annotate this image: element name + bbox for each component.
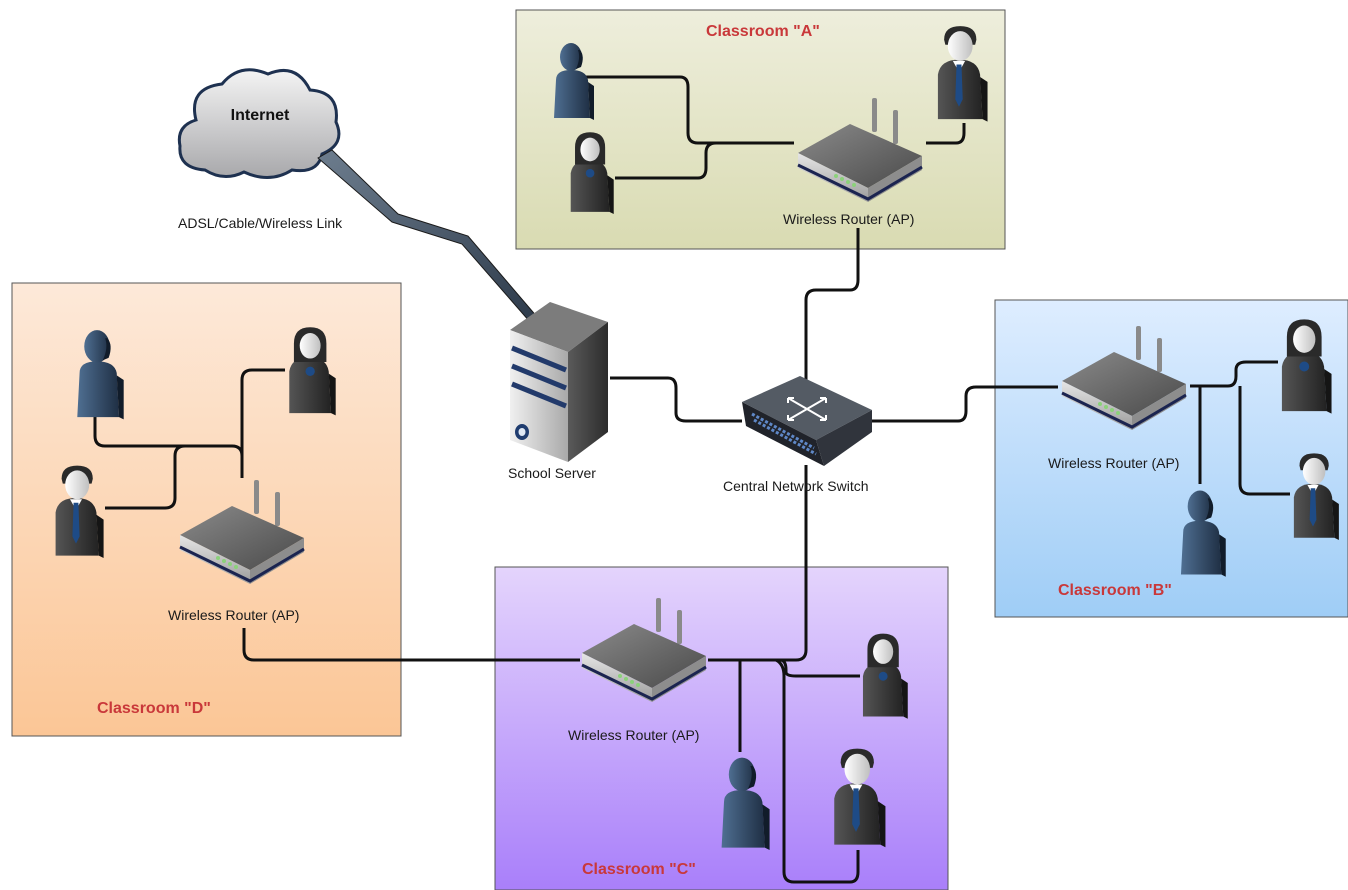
wire-a-user1 xyxy=(583,75,794,145)
wire-server-switch xyxy=(610,376,742,423)
classroom-a-title: Classroom "A" xyxy=(706,23,820,40)
router-d-label: Wireless Router (AP) xyxy=(168,607,299,623)
wire-router-d-router-c xyxy=(242,628,580,662)
wire-switch-router-c xyxy=(708,465,808,662)
router-c-label: Wireless Router (AP) xyxy=(568,727,699,743)
wire-switch-router-a xyxy=(804,228,860,380)
switch-label: Central Network Switch xyxy=(723,478,869,494)
classroom-c-title: Classroom "C" xyxy=(582,861,696,878)
wire-d-user3 xyxy=(105,444,186,510)
wire-c-user3 xyxy=(775,658,860,884)
router-b-label: Wireless Router (AP) xyxy=(1048,455,1179,471)
classroom-d-title: Classroom "D" xyxy=(97,700,211,717)
internet-label: Internet xyxy=(231,107,290,124)
wire-b-user1 xyxy=(1190,360,1278,388)
wire-c-user2 xyxy=(779,658,860,678)
server-icon xyxy=(510,302,608,462)
server-label: School Server xyxy=(508,465,596,481)
wire-switch-router-b xyxy=(872,385,1058,423)
classroom-a-box xyxy=(515,9,1006,250)
connection-wires xyxy=(93,75,1290,884)
link-label: ADSL/Cable/Wireless Link xyxy=(178,215,343,231)
router-a-label: Wireless Router (AP) xyxy=(783,211,914,227)
internet-cloud: Internet xyxy=(177,68,341,179)
wire-d-user2 xyxy=(240,368,285,478)
wire-a-user3 xyxy=(926,123,966,145)
wire-b-user2 xyxy=(1238,386,1290,496)
classroom-b-title: Classroom "B" xyxy=(1058,582,1172,599)
wire-a-user2 xyxy=(615,141,717,180)
switch-icon xyxy=(742,376,872,466)
